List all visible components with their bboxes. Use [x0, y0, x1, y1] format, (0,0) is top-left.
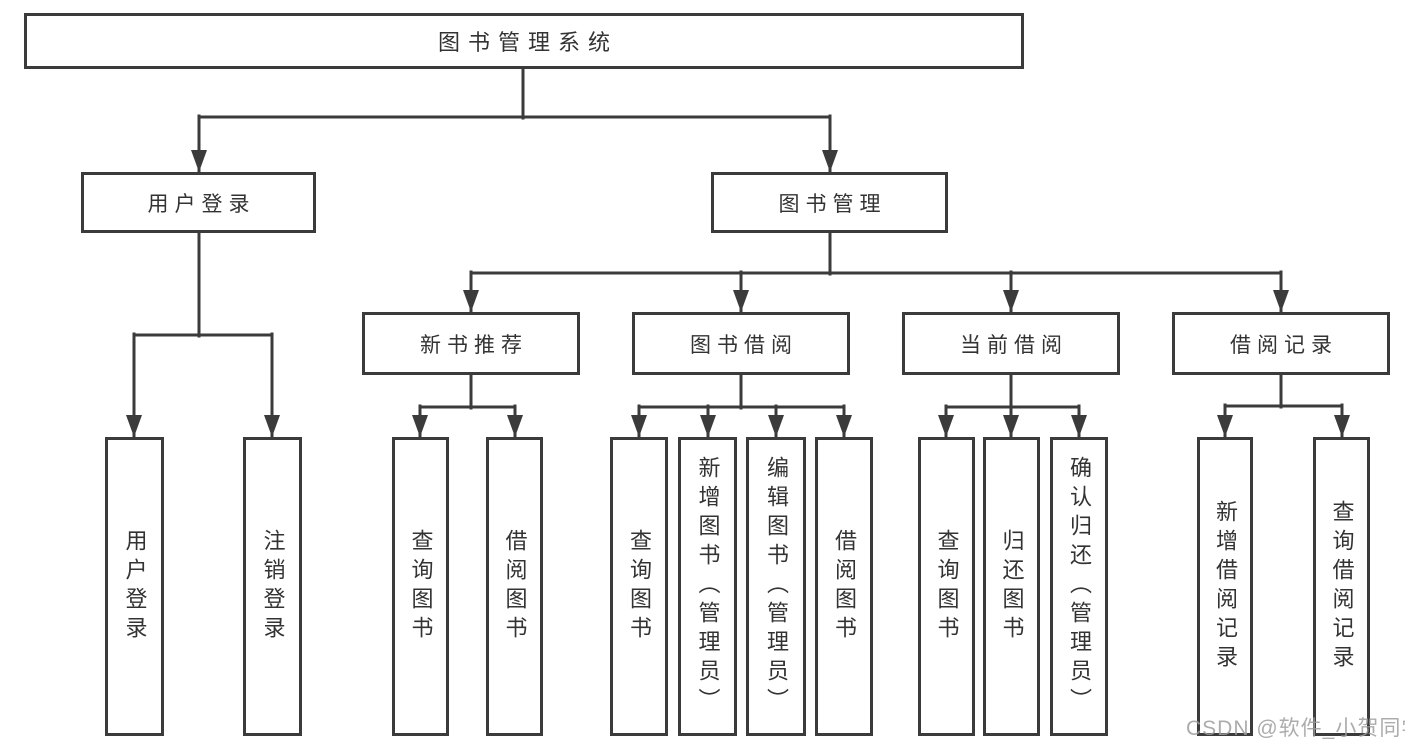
edge-new-book-children: [412, 372, 523, 438]
node-label: 归还图书: [999, 528, 1025, 645]
edge-root-to-level1: [191, 66, 838, 173]
node-leaf-add-borrow-record: 新增借阅记录: [1197, 437, 1253, 736]
node-library-management-system: 图书管理系统: [24, 13, 1024, 69]
node-borrowing-records: 借阅记录: [1172, 312, 1390, 375]
csdn-watermark: CSDN @软件_小贺同学: [1186, 717, 1405, 740]
node-leaf-query-books-1: 查询图书: [392, 437, 449, 736]
edge-user-login-children: [126, 230, 280, 438]
node-label: 图书借阅: [690, 333, 798, 357]
node-current-borrowing: 当前借阅: [902, 312, 1120, 375]
node-leaf-edit-books-admin: 编辑图书（管理员）: [746, 437, 806, 736]
node-leaf-confirm-return-admin: 确认归还（管理员）: [1050, 437, 1108, 736]
node-new-book-recommend: 新书推荐: [362, 312, 580, 375]
node-label: 查询图书: [408, 528, 434, 645]
node-label: 新增图书（管理员）: [695, 456, 721, 717]
node-leaf-borrow-books-2: 借阅图书: [815, 437, 873, 736]
edge-borrow-record-children: [1217, 372, 1350, 438]
node-label: 借阅图书: [832, 528, 857, 645]
node-label: 用户登录: [147, 192, 256, 216]
node-label: 新书推荐: [420, 333, 528, 357]
node-label: 注销登录: [260, 528, 286, 645]
node-leaf-query-books-2: 查询图书: [610, 437, 668, 736]
node-label: 编辑图书（管理员）: [764, 456, 789, 717]
node-label: 用户登录: [122, 528, 148, 645]
node-leaf-borrow-books-1: 借阅图书: [486, 437, 543, 736]
edge-book-borrow-children: [631, 372, 852, 438]
edge-book-mgmt-children: [463, 230, 1289, 313]
node-label: 新增借阅记录: [1213, 499, 1238, 674]
node-leaf-add-books-admin: 新增图书（管理员）: [678, 437, 737, 736]
node-book-management: 图书管理: [711, 172, 948, 233]
node-label: 图书管理: [778, 192, 887, 216]
node-leaf-return-books: 归还图书: [983, 437, 1040, 736]
node-leaf-user-login: 用户登录: [105, 437, 164, 736]
node-label: 借阅记录: [1230, 333, 1338, 357]
node-label: 确认归还（管理员）: [1067, 456, 1092, 717]
node-book-borrowing: 图书借阅: [632, 312, 850, 375]
node-label: 查询图书: [627, 528, 652, 645]
node-leaf-query-borrow-record: 查询借阅记录: [1313, 437, 1370, 736]
node-leaf-query-books-3: 查询图书: [918, 437, 975, 736]
edge-current-borrow-children: [938, 372, 1087, 438]
node-label: 图书管理系统: [437, 30, 618, 55]
node-label: 借阅图书: [502, 528, 528, 645]
node-label: 当前借阅: [960, 333, 1068, 357]
node-user-login: 用户登录: [81, 172, 316, 233]
node-label: 查询借阅记录: [1329, 499, 1355, 674]
node-label: 查询图书: [934, 528, 960, 645]
node-leaf-logout: 注销登录: [243, 437, 302, 736]
